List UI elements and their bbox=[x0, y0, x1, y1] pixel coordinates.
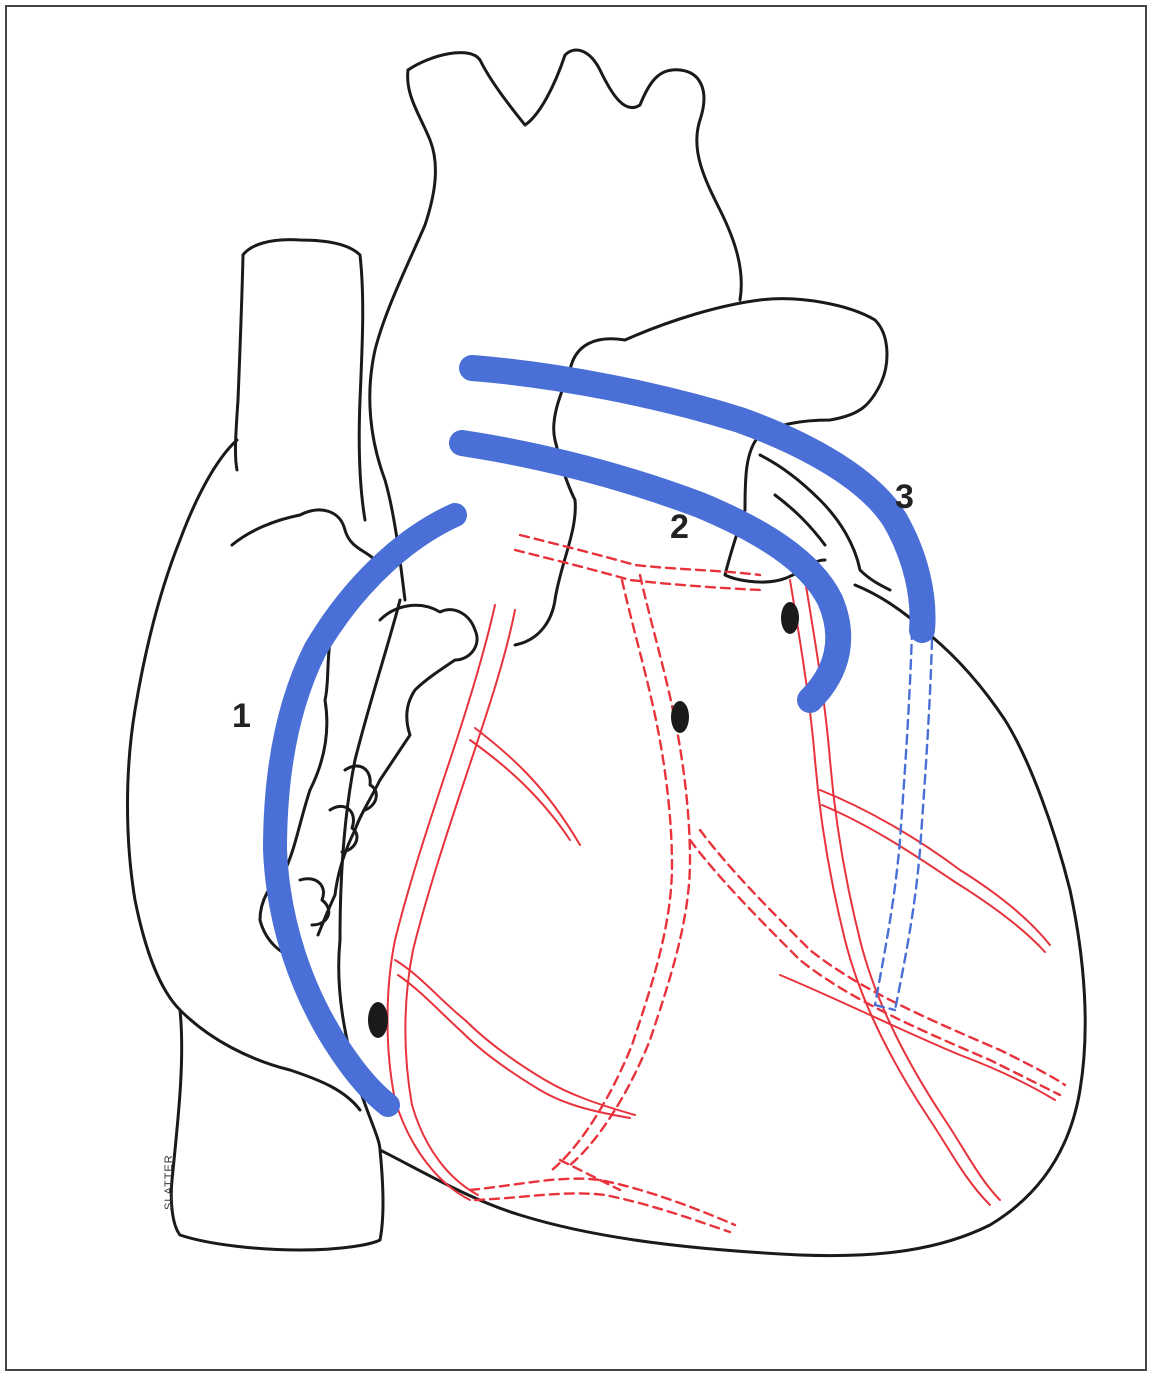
figure-border bbox=[6, 6, 1146, 1370]
artist-signature: SLATTER bbox=[163, 1154, 175, 1210]
graft-3-label: 3 bbox=[895, 478, 914, 516]
anastomosis-marker-lad bbox=[781, 602, 799, 634]
graft-1-label: 1 bbox=[232, 697, 251, 735]
anastomosis-marker-posterior bbox=[671, 701, 689, 733]
graft-2-label: 2 bbox=[670, 508, 689, 546]
anastomosis-marker-rca bbox=[368, 1002, 388, 1038]
